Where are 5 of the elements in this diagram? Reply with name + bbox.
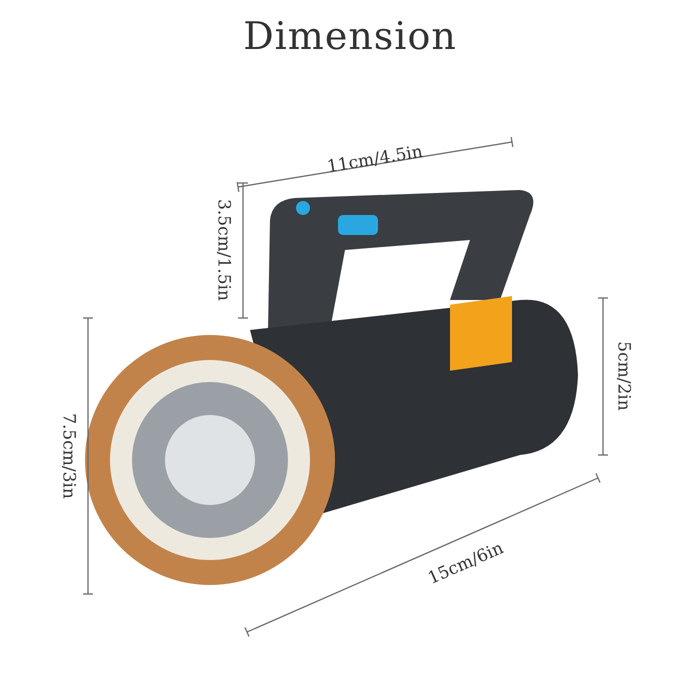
dimension-label: 3.5cm/1.5in [214, 199, 232, 301]
dimension-label: 11cm/4.5in [326, 144, 424, 176]
dimension-label: 5cm/2in [614, 341, 632, 411]
title: Dimension [243, 14, 457, 58]
dimension-label: 7.5cm/3in [60, 413, 76, 499]
